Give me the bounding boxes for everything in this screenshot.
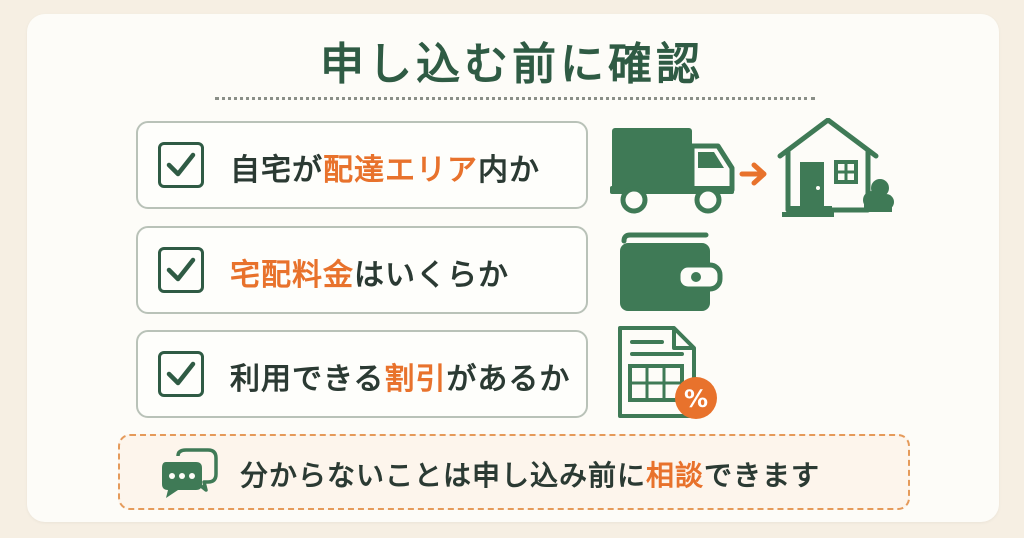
checklist-item-delivery-area: 自宅が配達エリア内か (136, 121, 588, 209)
consultation-note: 分からないことは申し込み前に相談できます (118, 434, 910, 510)
checklist-item-text: 自宅が配達エリア内か (230, 153, 540, 188)
consultation-note-text: 分からないことは申し込み前に相談できます (240, 459, 821, 492)
discount-document-icon: % (618, 326, 717, 419)
checklist-item-delivery-fee: 宅配料金はいくらか (136, 226, 588, 314)
delivery-truck-to-house-icon (610, 118, 894, 217)
wallet-icon (620, 232, 723, 311)
checkbox-checked-icon (158, 247, 204, 293)
checklist-item-discount: 利用できる割引があるか (136, 330, 588, 418)
title-divider (215, 97, 815, 100)
checkbox-checked-icon (158, 142, 204, 188)
checklist-item-text: 宅配料金はいくらか (230, 258, 509, 293)
page-title: 申し込む前に確認 (320, 39, 704, 90)
checklist-item-text: 利用できる割引があるか (230, 362, 571, 397)
discount-percent-symbol: % (684, 385, 708, 413)
chat-bubble-icon (162, 448, 218, 498)
checkbox-checked-icon (158, 351, 204, 397)
